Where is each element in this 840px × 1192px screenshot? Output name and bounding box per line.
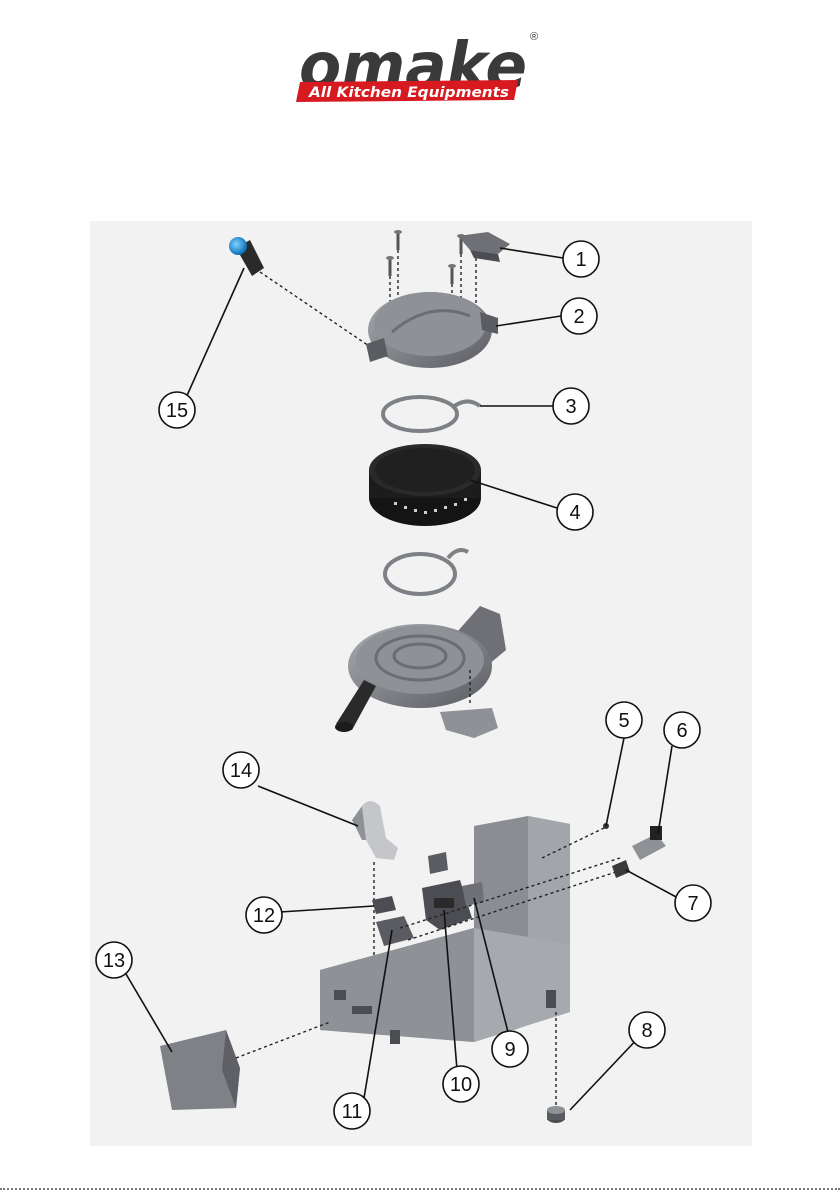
- part-15-handle: [229, 237, 372, 348]
- part-4-cooking-plate: [369, 444, 481, 526]
- callout-8-label: 8: [641, 1020, 652, 1042]
- callout-2: 2: [561, 298, 597, 334]
- callout-11: 11: [334, 1093, 370, 1129]
- callout-3-label: 3: [565, 396, 576, 418]
- callout-7: 7: [675, 885, 711, 921]
- heating-element-lower: [385, 550, 468, 594]
- lower-plate-assembly: [335, 606, 506, 738]
- part-2-top-plate: [366, 292, 498, 368]
- callout-9-label: 9: [504, 1039, 515, 1061]
- part-13-box: [160, 1022, 330, 1110]
- callout-5: 5: [606, 702, 642, 738]
- callout-14-label: 14: [230, 760, 252, 782]
- callout-7-label: 7: [687, 893, 698, 915]
- callout-8: 8: [629, 1012, 665, 1048]
- callout-10-label: 10: [450, 1074, 472, 1096]
- callout-5-label: 5: [618, 710, 629, 732]
- callout-6: 6: [664, 712, 700, 748]
- part-3-heating-element-upper: [383, 397, 480, 431]
- callout-6-label: 6: [676, 720, 687, 742]
- callout-3: 3: [553, 388, 589, 424]
- callout-1: 1: [563, 241, 599, 277]
- callout-13-label: 13: [103, 950, 125, 972]
- callout-10: 10: [443, 1066, 479, 1102]
- callout-12-label: 12: [253, 905, 275, 927]
- callout-13: 13: [96, 942, 132, 978]
- callout-11-label: 11: [342, 1101, 363, 1123]
- callout-14: 14: [223, 752, 259, 788]
- callout-1-label: 1: [575, 249, 586, 271]
- callout-15-label: 15: [166, 400, 188, 422]
- callout-9: 9: [492, 1031, 528, 1067]
- part-8-foot: [547, 1012, 565, 1123]
- page-bottom-rule: [0, 1188, 840, 1190]
- part-1-hinge-bracket: [458, 232, 510, 262]
- callout-4: 4: [557, 494, 593, 530]
- callout-12: 12: [246, 897, 282, 933]
- callout-4-label: 4: [569, 502, 580, 524]
- callout-15: 15: [159, 392, 195, 428]
- callout-2-label: 2: [573, 306, 584, 328]
